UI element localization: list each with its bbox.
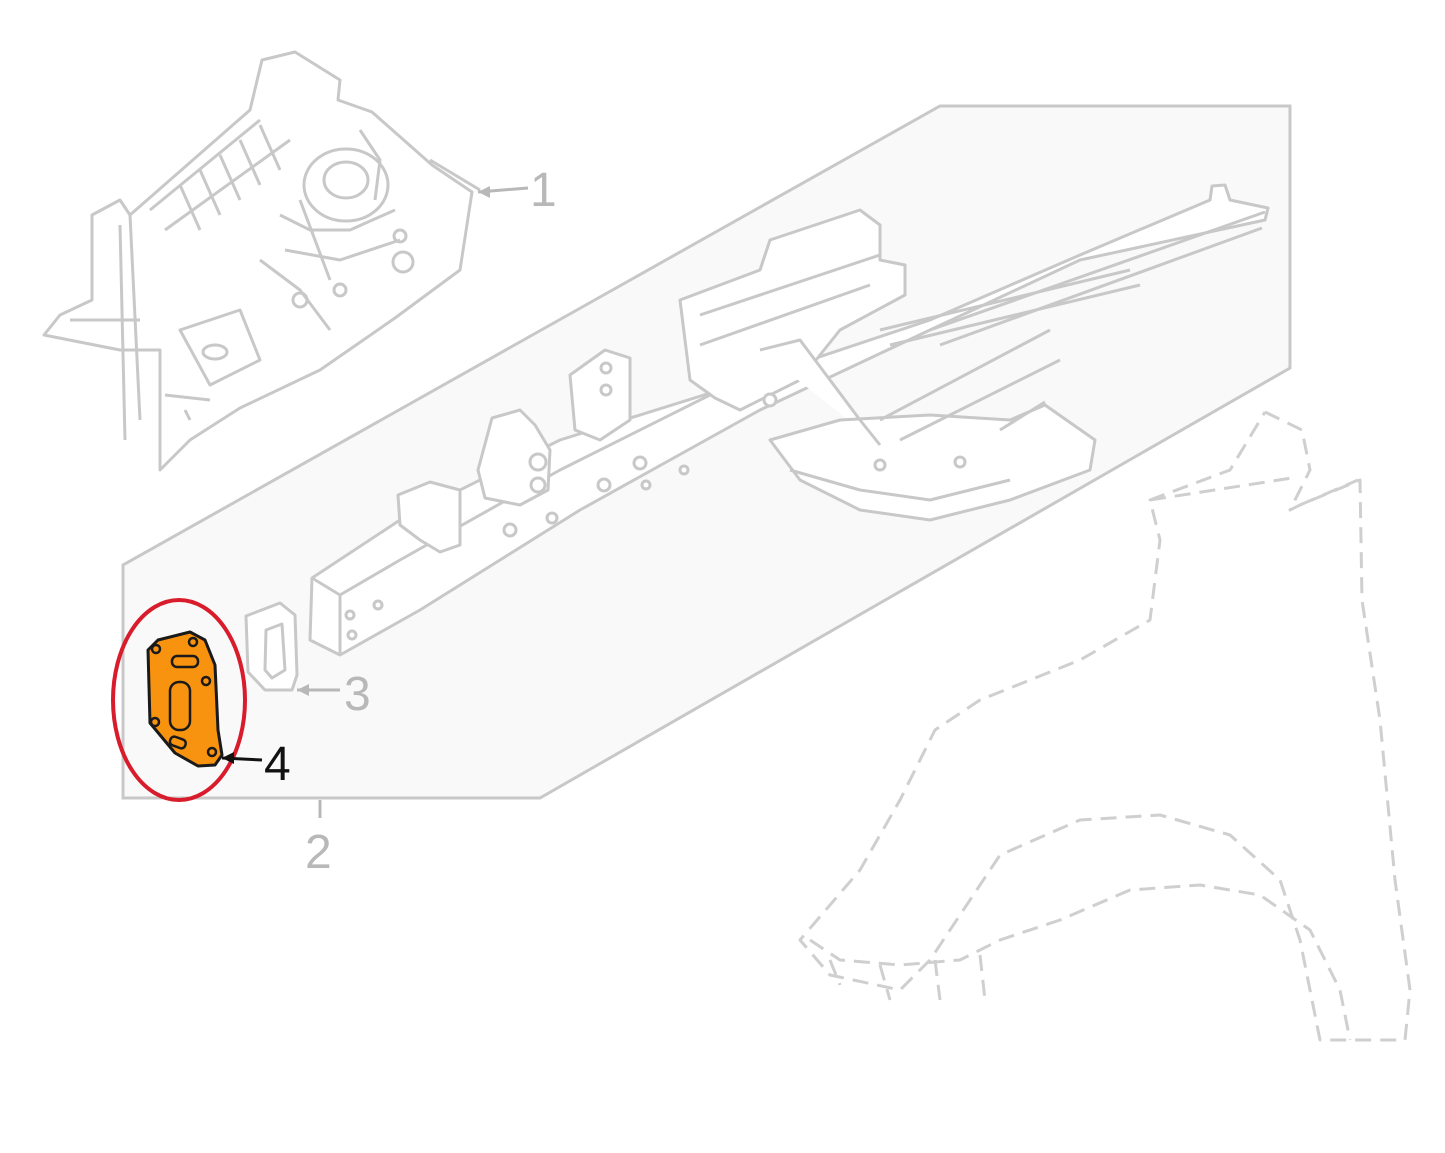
callout-label-2: 2	[305, 826, 332, 879]
callout-label-3: 3	[344, 668, 371, 721]
callout-label-4: 4	[264, 738, 291, 791]
assembly-panel	[121, 104, 1292, 800]
leader-lines	[297, 186, 529, 818]
leader-line-4	[221, 752, 263, 764]
fender-outline	[798, 410, 1412, 1042]
part-4-reinforcement-bracket	[146, 630, 224, 768]
part-3-mounting-plate	[244, 601, 299, 692]
highlight-ring	[111, 598, 247, 802]
callout-label-1: 1	[530, 164, 557, 217]
part-1-wheelhouse-assembly	[42, 50, 481, 472]
part-2-rail-brackets	[396, 208, 1266, 554]
